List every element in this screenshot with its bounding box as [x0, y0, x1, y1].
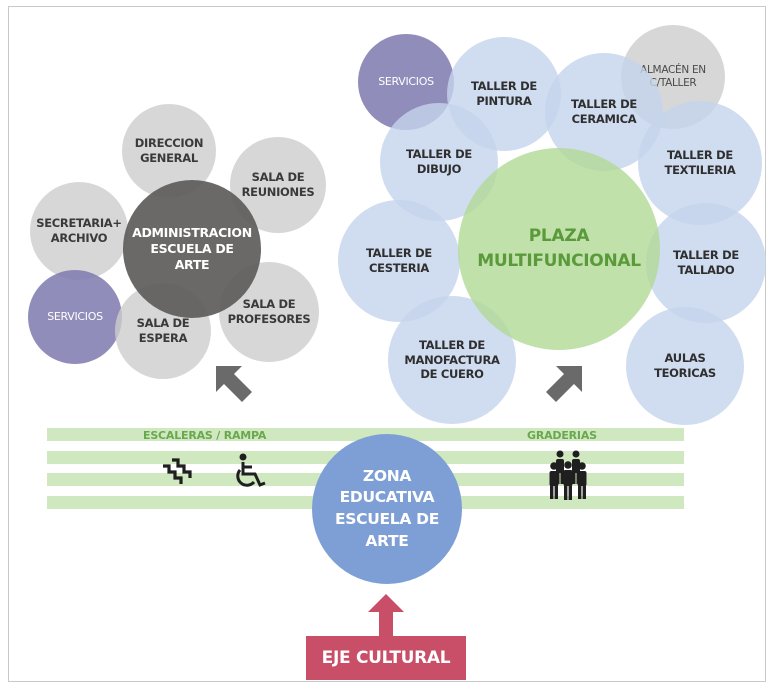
people-icon	[549, 450, 587, 500]
graderias-label: GRADERIAS	[527, 429, 597, 442]
arrow-up-left-icon	[216, 366, 252, 402]
arrow-up-right-icon	[546, 366, 582, 402]
eje-cultural-box: EJE CULTURAL	[306, 636, 466, 680]
wheelchair-icon	[236, 453, 266, 487]
node-servicios-admin: SERVICIOS	[28, 270, 122, 364]
node-label: ALMACÉN EN C/TALLER	[640, 63, 706, 89]
node-sala-reuniones: SALA DE REUNIONES	[230, 137, 326, 233]
node-label: TALLER DE CERAMICA	[571, 97, 637, 126]
node-label: TALLER DE CESTERIA	[366, 246, 432, 275]
node-zona-educativa: ZONA EDUCATIVA ESCUELA DE ARTE	[312, 434, 462, 584]
node-label: TALLER DE DIBUJO	[406, 147, 472, 176]
node-label: SALA DE REUNIONES	[241, 170, 315, 199]
node-label: PLAZA MULTIFUNCIONAL	[477, 226, 641, 271]
node-label: ADMINISTRACION ESCUELA DE ARTE	[132, 225, 252, 272]
node-label: SALA DE PROFESORES	[227, 297, 311, 326]
node-label: TALLER DE MANOFACTURA DE CUERO	[404, 337, 500, 382]
node-label: TALLER DE TALLADO	[673, 248, 739, 277]
node-label: TALLER DE PINTURA	[471, 79, 537, 108]
diagram-frame	[8, 6, 766, 682]
node-taller-tallado: TALLER DE TALLADO	[646, 203, 766, 323]
node-label: SERVICIOS	[378, 74, 434, 88]
node-label: SERVICIOS	[47, 309, 103, 323]
node-plaza-multifuncional: PLAZA MULTIFUNCIONAL	[458, 148, 660, 350]
band-stripe	[47, 428, 684, 441]
node-taller-cuero: TALLER DE MANOFACTURA DE CUERO	[388, 296, 516, 424]
escaleras-label: ESCALERAS / RAMPA	[143, 429, 267, 442]
node-label: SECRETARIA+ ARCHIVO	[36, 216, 122, 245]
stairs-icon	[163, 458, 192, 484]
node-secretaria-archivo: SECRETARIA+ ARCHIVO	[30, 182, 128, 280]
arrow-up-icon	[368, 594, 404, 636]
node-label: AULAS TEORICAS	[654, 351, 716, 380]
node-label: ZONA EDUCATIVA ESCUELA DE ARTE	[334, 466, 440, 550]
eje-cultural-label: EJE CULTURAL	[321, 648, 451, 668]
node-label: TALLER DE TEXTILERIA	[664, 148, 736, 177]
node-administracion-center: ADMINISTRACION ESCUELA DE ARTE	[123, 180, 261, 318]
node-label: SALA DE ESPERA	[136, 316, 190, 345]
node-label: DIRECCION GENERAL	[134, 136, 204, 165]
node-aulas-teoricas: AULAS TEORICAS	[626, 307, 744, 425]
